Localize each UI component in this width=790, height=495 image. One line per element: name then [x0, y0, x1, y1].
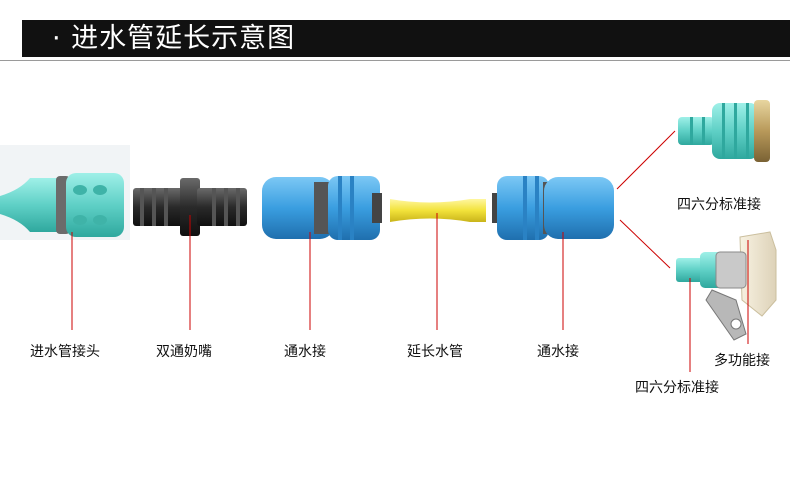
- inlet-connector-part: [0, 145, 130, 240]
- label-adapter-bottom: 四六分标准接: [635, 380, 719, 396]
- faucet-adapter-top-part: [678, 100, 770, 162]
- label-double-nipple: 双通奶嘴: [156, 344, 212, 360]
- double-nipple-part: [133, 178, 247, 236]
- label-adapter-top: 四六分标准接: [677, 197, 761, 213]
- leader-lines: [71, 130, 749, 372]
- label-extension-hose: 延长水管: [407, 344, 463, 360]
- title-divider: [0, 60, 790, 61]
- extension-hose-part: [390, 199, 486, 222]
- label-connector-left: 通水接: [284, 344, 326, 360]
- page-title: · 进水管延长示意图: [52, 23, 296, 54]
- label-connector-right: 通水接: [537, 344, 579, 360]
- multi-function-adapter-part: [676, 231, 777, 341]
- label-multi-connector: 多功能接: [714, 353, 770, 369]
- title-bar: · 进水管延长示意图: [22, 20, 790, 57]
- hose-connector-left-part: [262, 176, 382, 240]
- label-inlet-connector: 进水管接头: [30, 344, 100, 360]
- hose-connector-right-part: [492, 176, 614, 240]
